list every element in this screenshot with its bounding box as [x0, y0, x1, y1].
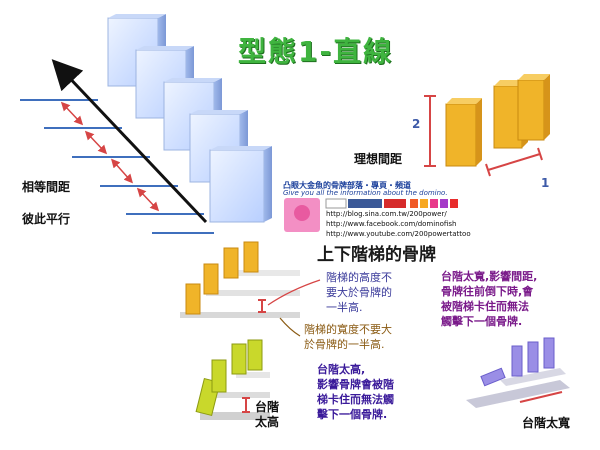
- purple-domino: [511, 345, 523, 377]
- sina-logo-icon: [325, 198, 347, 209]
- step-too-tall-label: 台階 太高: [255, 400, 280, 429]
- blue-blocks: [107, 14, 272, 223]
- parallel-lines: [20, 99, 214, 234]
- dimension-label-height: 2: [412, 117, 421, 131]
- ideal-dominoes: [445, 74, 550, 167]
- height-rule-note: 階梯的高度不 要大於骨牌的 一半高.: [326, 271, 392, 314]
- fish-eye-icon: [294, 205, 310, 221]
- orange-domino: [185, 283, 201, 315]
- yellow-domino: [247, 339, 263, 371]
- orange-domino: [223, 247, 239, 279]
- too-tall-note: 台階太高, 影響骨牌會被階 梯卡住而無法觸 擊下一個骨牌.: [317, 363, 394, 421]
- banner-logos: [284, 198, 458, 232]
- purple-domino: [480, 367, 506, 387]
- dimension-lines: [424, 95, 543, 177]
- step-too-wide-label: 台階太寬: [522, 416, 571, 430]
- ideal-spacing-label: 理想間距: [354, 152, 403, 166]
- facebook-logo-icon: [348, 199, 382, 208]
- stairs-yellow: [195, 339, 270, 420]
- stairs-purple: [466, 337, 570, 408]
- banner-url-facebook[interactable]: http://www.facebook.com/dominofish: [326, 220, 457, 228]
- orange-domino: [493, 80, 528, 149]
- parallel-label: 彼此平行: [22, 212, 71, 226]
- direction-arrow: [51, 59, 208, 224]
- equal-spacing-label: 相等間距: [22, 180, 71, 194]
- orange-domino: [243, 241, 259, 273]
- stairs-orange: [180, 241, 321, 337]
- purple-domino: [543, 337, 555, 369]
- orange-domino: [517, 74, 550, 141]
- youtube-logo-icon: [384, 199, 406, 208]
- banner-url-blog[interactable]: http://blog.sina.com.tw/200power/: [326, 210, 447, 218]
- width-rule-note: 階梯的寬度不要大 於骨牌的一半高.: [304, 323, 392, 351]
- banner-subheading: Give you all the information about the d…: [283, 189, 448, 197]
- purple-domino: [527, 341, 539, 373]
- blue-block: [209, 146, 272, 223]
- orange-domino: [203, 263, 219, 295]
- too-wide-note: 台階太寬,影響間距, 骨牌往前倒下時,會 被階梯卡住而無法 觸擊下一個骨牌.: [441, 270, 538, 328]
- yellow-domino: [211, 359, 227, 393]
- banner-url-youtube[interactable]: http://www.youtube.com/200powertattoo: [326, 230, 471, 238]
- page-title: 型態1-直線: [238, 35, 394, 68]
- banner-heading: 凸眼大金魚的骨牌部落・專頁・頻道: [283, 181, 411, 190]
- spacing-arrows: [60, 101, 160, 212]
- orange-domino: [445, 98, 482, 167]
- dimension-label-spacing: 1: [541, 176, 550, 190]
- yellow-domino: [231, 343, 247, 375]
- stairs-section-title: 上下階梯的骨牌: [317, 245, 436, 265]
